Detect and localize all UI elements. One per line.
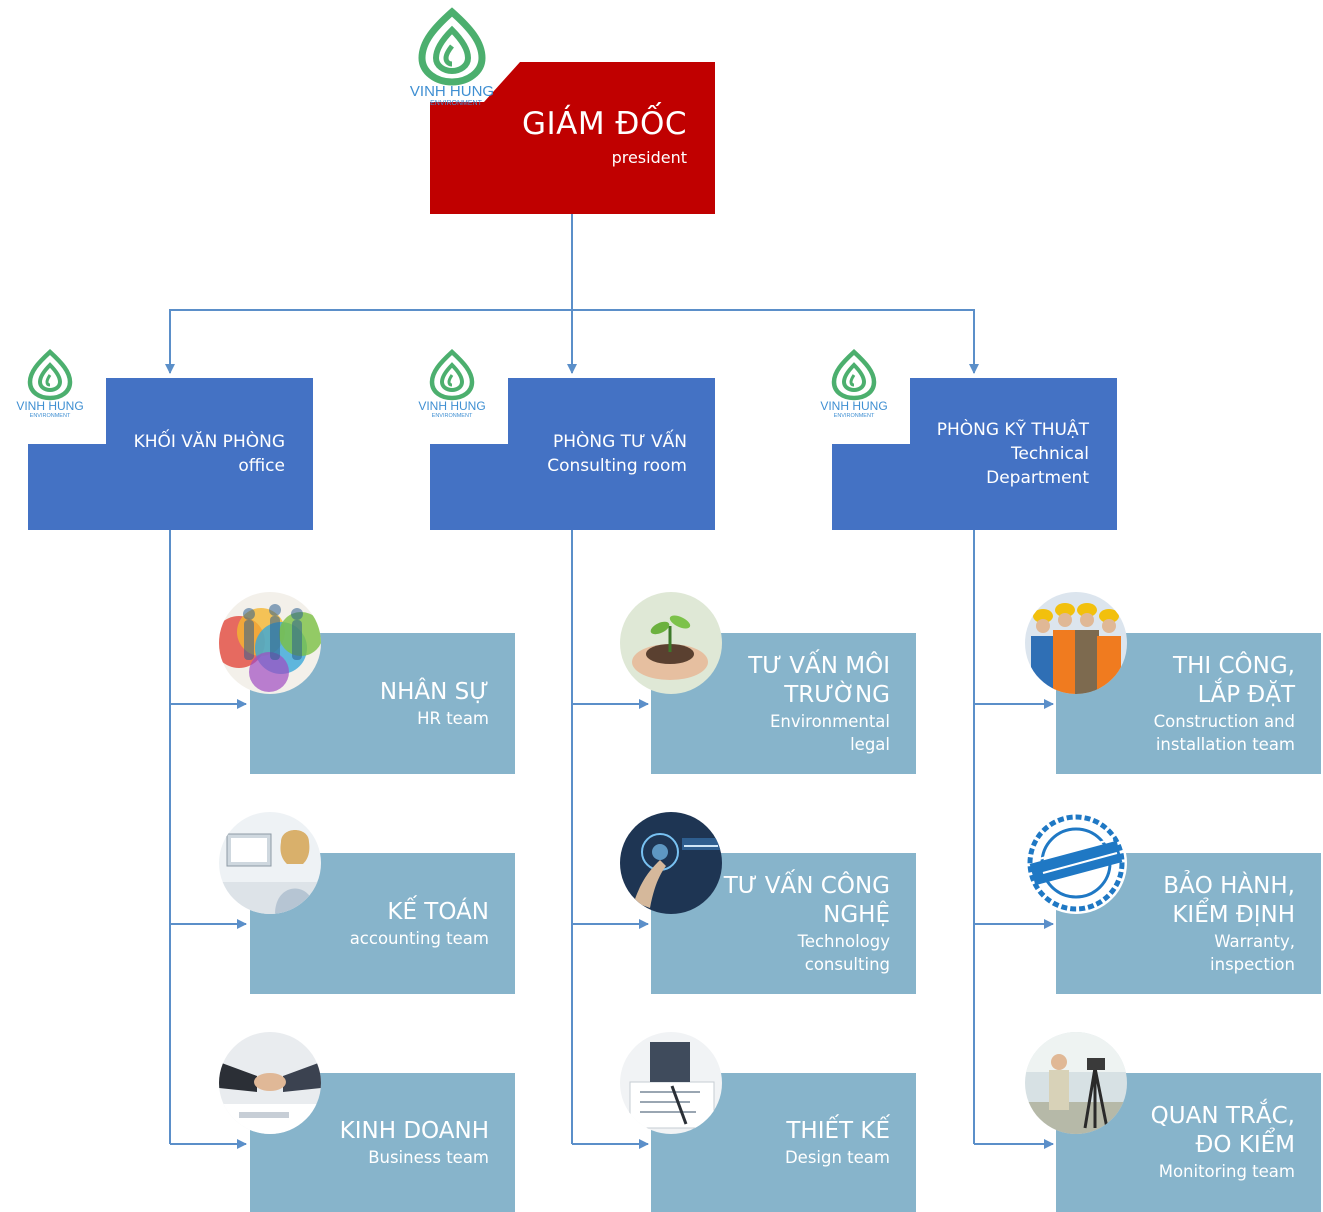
team-title: KẾ TOÁN <box>387 898 489 925</box>
vinh-hung-logo-consulting: VINH HUNG ENVIRONMENT <box>406 348 502 420</box>
hr-team-photo-icon <box>219 592 321 694</box>
workers-photo-icon <box>1025 592 1127 694</box>
team-title: TƯ VẤN CÔNG NGHỆ <box>723 872 890 928</box>
team-subtitle: Environmental legal <box>769 711 890 754</box>
department-subtitle: Technical Department <box>986 444 1089 488</box>
department-title: KHỐI VĂN PHÒNG <box>133 432 285 452</box>
team-subtitle: Business team <box>368 1147 489 1167</box>
seedling-photo-icon <box>620 592 722 694</box>
logo-name-text: VINH HUNG <box>410 83 494 100</box>
accountant-photo-icon <box>219 812 321 914</box>
team-subtitle: HR team <box>417 708 489 728</box>
president-subtitle: president <box>611 148 687 167</box>
logo-tagline-text: ENVIRONMENT <box>432 413 473 419</box>
monitoring-photo-icon <box>1025 1032 1127 1134</box>
vinh-hung-logo-technical: VINH HUNG ENVIRONMENT <box>808 348 904 420</box>
connector-branch-left <box>165 309 572 374</box>
team-box-environmental[interactable]: TƯ VẤN MÔI TRƯỜNG Environmental legal <box>651 633 916 774</box>
vinh-hung-logo-office: VINH HUNG ENVIRONMENT <box>4 348 100 420</box>
logo-tagline-text: ENVIRONMENT <box>430 100 482 107</box>
team-title: QUAN TRẮC, ĐO KIỂM <box>1150 1103 1295 1158</box>
team-subtitle: Construction and installation team <box>1153 711 1295 754</box>
team-title: THIẾT KẾ <box>786 1117 890 1144</box>
logo-tagline-text: ENVIRONMENT <box>834 413 875 419</box>
president-box[interactable]: GIÁM ĐỐC president <box>430 62 715 214</box>
vinh-hung-logo-top: VINH HUNG ENVIRONMENT <box>400 7 510 108</box>
logo-tagline-text: ENVIRONMENT <box>30 413 71 419</box>
team-subtitle: Warranty, inspection <box>1210 931 1295 974</box>
department-title: PHÒNG KỸ THUẬT <box>936 420 1089 440</box>
team-box-accounting[interactable]: KẾ TOÁN accounting team <box>250 853 515 994</box>
team-title: THI CÔNG, LẮP ĐẶT <box>1173 652 1295 708</box>
team-title: NHÂN SỰ <box>379 678 489 705</box>
team-title: TƯ VẤN MÔI TRƯỜNG <box>748 652 890 708</box>
team-subtitle: Monitoring team <box>1158 1162 1295 1181</box>
team-subtitle: Technology consulting <box>797 931 890 974</box>
team-box-business[interactable]: KINH DOANH Business team <box>250 1073 515 1212</box>
president-title: GIÁM ĐỐC <box>521 106 687 142</box>
team-title: BẢO HÀNH, KIỂM ĐỊNH <box>1163 872 1295 928</box>
team-subtitle: accounting team <box>349 928 489 948</box>
department-subtitle: Consulting room <box>547 456 687 476</box>
department-subtitle: office <box>238 456 285 476</box>
team-title: KINH DOANH <box>339 1117 489 1144</box>
warranty-stamp-icon <box>1025 812 1127 914</box>
department-title: PHÒNG TƯ VẤN <box>552 432 687 452</box>
logo-name-text: VINH HUNG <box>16 399 83 413</box>
leaf-logo-icon <box>27 348 73 401</box>
connector-branch-right <box>572 309 979 374</box>
leaf-logo-icon <box>831 348 877 401</box>
design-drawing-photo-icon <box>620 1032 722 1134</box>
leaf-logo-icon <box>418 7 486 86</box>
leaf-logo-icon <box>429 348 475 401</box>
team-subtitle: Design team <box>784 1147 890 1167</box>
logo-name-text: VINH HUNG <box>820 399 887 413</box>
logo-name-text: VINH HUNG <box>418 399 485 413</box>
consulting-touch-photo-icon <box>620 812 722 914</box>
handshake-photo-icon <box>219 1032 321 1134</box>
